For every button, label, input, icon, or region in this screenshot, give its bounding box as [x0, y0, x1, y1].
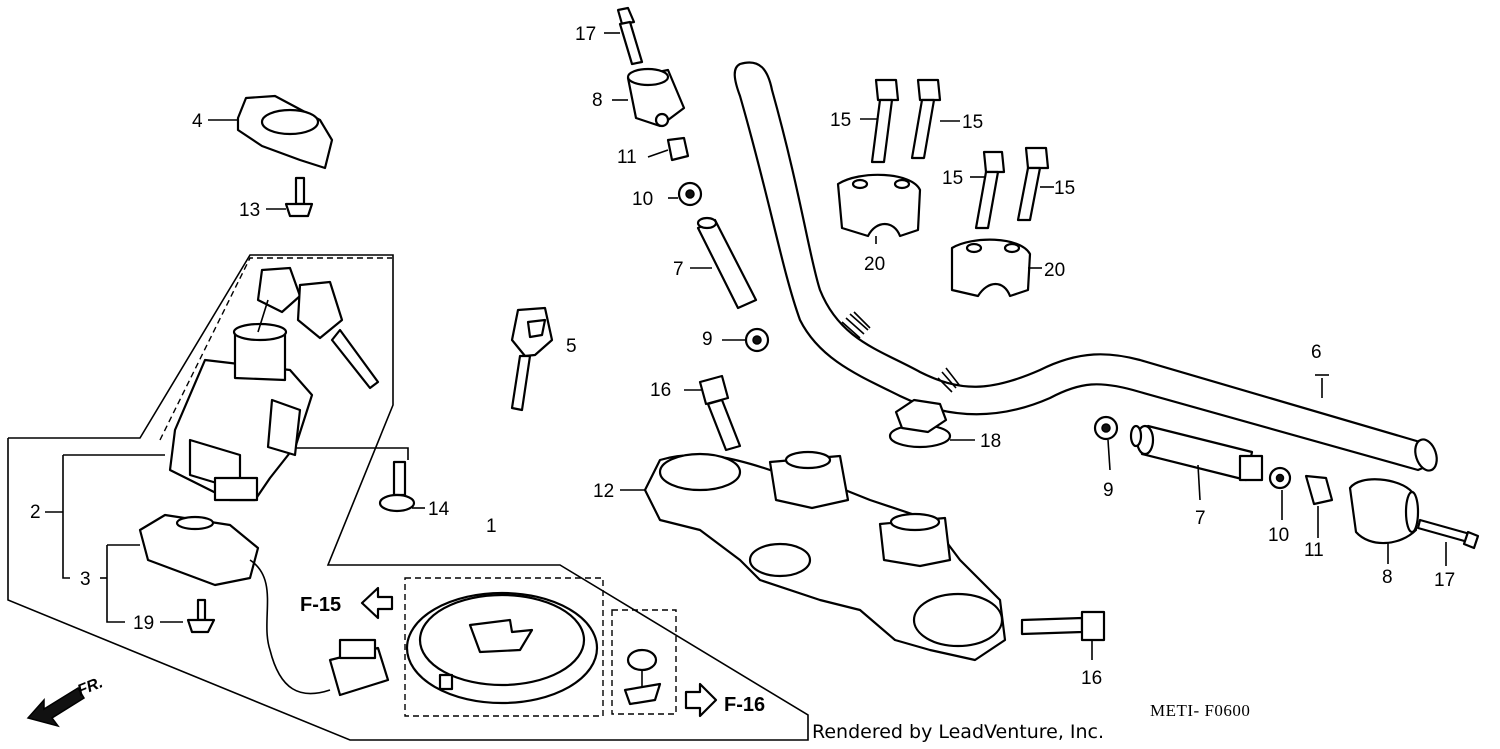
callout-16-lower: 16: [1081, 668, 1102, 689]
fuel-cap: [405, 591, 599, 705]
callout-8-left: 8: [592, 90, 603, 111]
credit-text: Rendered by LeadVenture, Inc.: [812, 721, 1104, 743]
callout-11-left: 11: [617, 147, 637, 168]
key-cylinder-cover: [208, 94, 334, 170]
assembly-outline: [7, 254, 809, 741]
callouts: 1 2 3 4 5 6 7 7 8 8 9 9 10 10 11 11 12 1…: [30, 24, 1455, 689]
callout-20-lower: 20: [1044, 260, 1065, 281]
callout-11-right: 11: [1304, 540, 1324, 561]
bar-end-stack-right: [1093, 415, 1480, 566]
callout-4: 4: [192, 111, 203, 132]
callout-13: 13: [239, 200, 260, 221]
front-arrow-icon: [26, 686, 86, 728]
handlebar-holder-lower: [950, 238, 1042, 298]
callout-9-left: 9: [702, 329, 713, 350]
callout-3: 3: [80, 569, 91, 590]
callout-15-b: 15: [962, 112, 983, 133]
callout-15-a: 15: [830, 110, 851, 131]
front-marker-label: FR.: [75, 674, 105, 699]
ref-arrows: [360, 586, 718, 718]
callout-20-upper: 20: [864, 254, 885, 275]
ignition-switch: [168, 266, 380, 502]
callout-8-right: 8: [1382, 567, 1393, 588]
callout-14: 14: [428, 499, 450, 520]
callout-10-right: 10: [1268, 525, 1289, 546]
stem-nut-18: [888, 398, 975, 449]
callout-19: 19: [133, 613, 154, 634]
callout-12: 12: [593, 481, 614, 502]
lock-cylinder: [623, 648, 662, 706]
callout-16-upper: 16: [650, 380, 671, 401]
screw-19: [186, 598, 216, 634]
callout-15-d: 15: [1054, 178, 1075, 199]
key-5: [510, 306, 554, 412]
screw-14: [378, 460, 425, 513]
top-bridge: [620, 450, 1007, 662]
ref-f15: F-15: [300, 594, 341, 616]
callout-5: 5: [566, 336, 577, 357]
callout-15-c: 15: [942, 168, 963, 189]
callout-6: 6: [1311, 342, 1322, 363]
callout-17-right: 17: [1434, 570, 1455, 591]
callout-17-left: 17: [575, 24, 596, 45]
diagram-code: METI- F0600: [1150, 701, 1250, 720]
callout-1: 1: [486, 516, 497, 537]
callout-18: 18: [980, 431, 1001, 452]
callout-7-left: 7: [673, 259, 684, 280]
ref-f16: F-16: [724, 694, 765, 716]
handlebar-holder-upper: [836, 173, 922, 244]
switch-base-with-connector: [138, 513, 390, 697]
callout-2: 2: [30, 502, 41, 523]
callout-10-left: 10: [632, 189, 653, 210]
screw-13: [266, 176, 314, 218]
bolt-16-lower: [1020, 610, 1106, 660]
handlebar: [733, 61, 1438, 472]
callout-7-right: 7: [1195, 508, 1206, 529]
bolts-15: [860, 78, 1054, 230]
bar-end-stack-left: [604, 6, 770, 353]
bolt-16-upper: [684, 374, 742, 452]
callout-9-right: 9: [1103, 480, 1114, 501]
